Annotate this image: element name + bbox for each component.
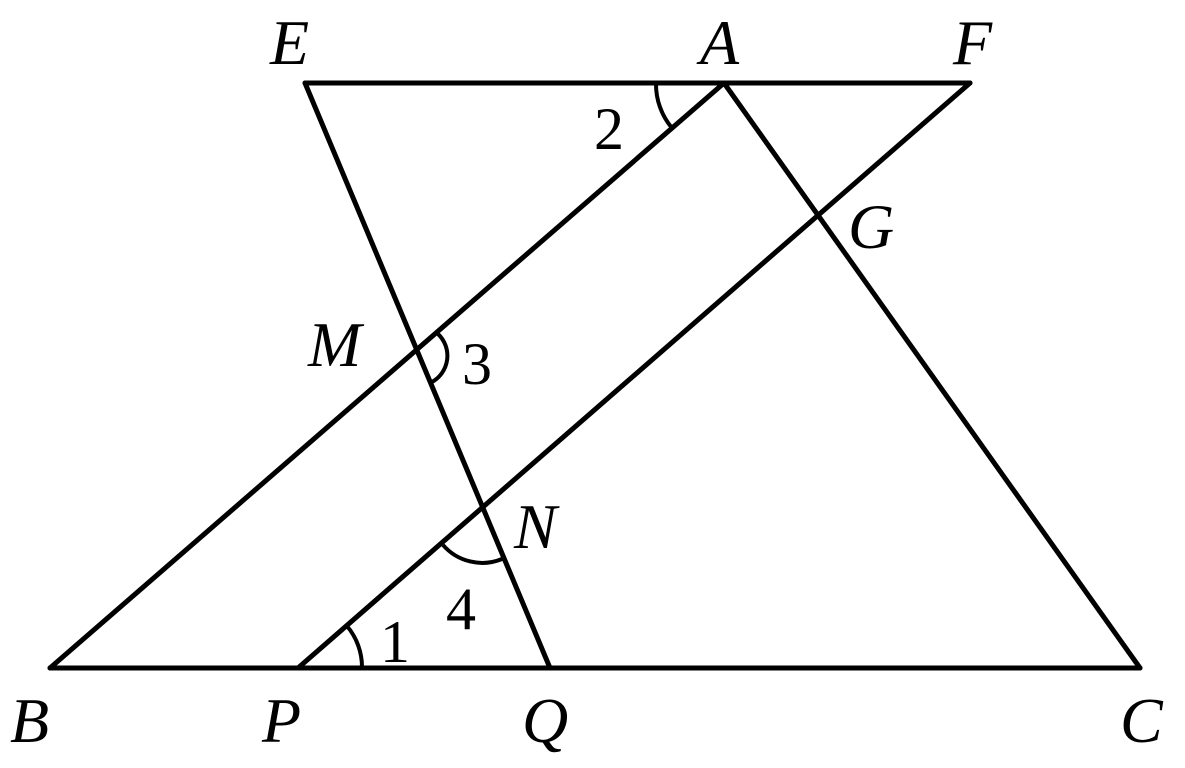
angle-arc-1: [345, 624, 365, 669]
point-label-E: E: [269, 7, 309, 78]
point-label-B: B: [10, 685, 49, 756]
point-label-N: N: [513, 491, 560, 562]
angle-label-1: 1: [380, 609, 410, 675]
point-label-Q: Q: [522, 685, 568, 756]
segment-AC: [721, 80, 1143, 671]
segment-FP: [295, 80, 973, 671]
point-label-M: M: [307, 309, 365, 380]
point-label-P: P: [261, 685, 301, 756]
point-label-C: C: [1120, 685, 1164, 756]
angle-arc-4: [441, 543, 503, 565]
point-label-F: F: [952, 7, 993, 78]
angle-arc-3: [430, 332, 450, 384]
segment-AB: [47, 80, 727, 671]
point-label-A: A: [696, 7, 740, 78]
angle-arc-2: [653, 82, 674, 130]
angle-label-2: 2: [594, 96, 624, 162]
point-label-G: G: [848, 191, 894, 262]
angle-label-4: 4: [446, 576, 476, 642]
angle-label-3: 3: [462, 331, 492, 397]
segment-EQ: [302, 80, 553, 671]
